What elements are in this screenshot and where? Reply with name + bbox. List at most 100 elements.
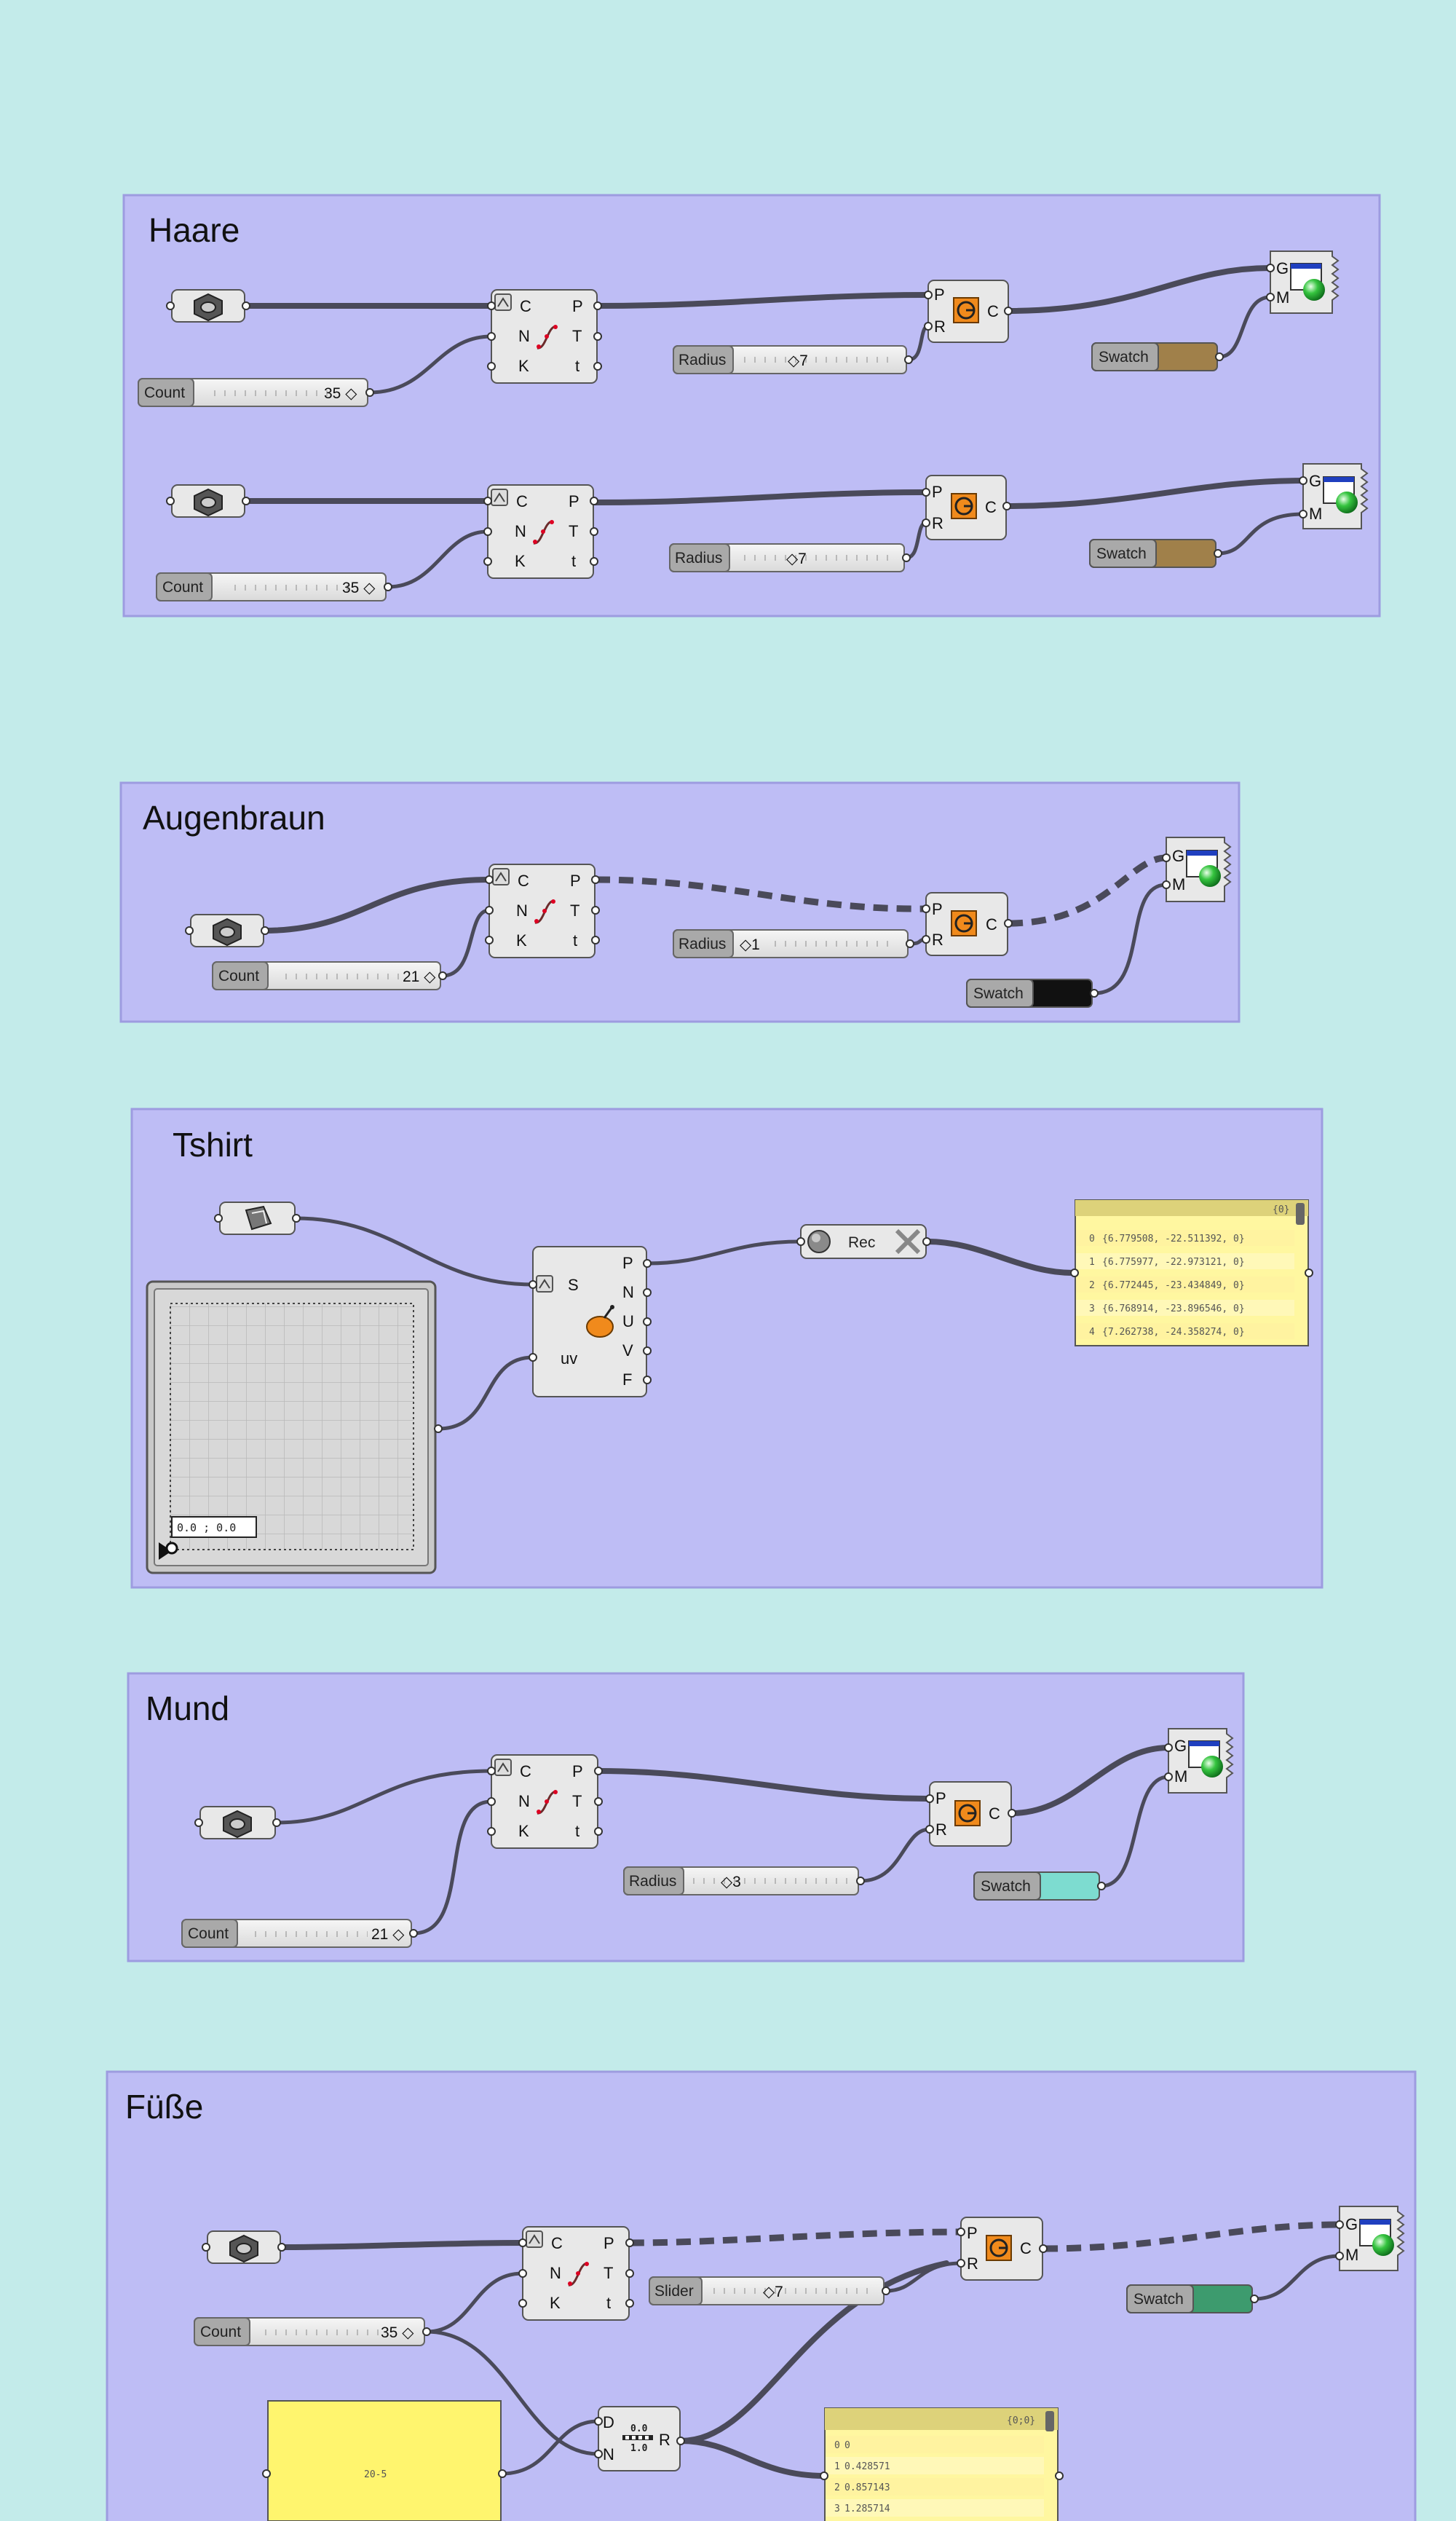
svg-text:0.0: 0.0 — [630, 2423, 648, 2434]
output-t: T — [572, 327, 582, 345]
svg-text:{6.779508, -22.511392, 0}: {6.779508, -22.511392, 0} — [1102, 1234, 1245, 1244]
group-tshirt[interactable]: Tshirt 0.0 ; 0.0 — [130, 1108, 1324, 1589]
divide-curve-icon — [568, 2262, 589, 2287]
data-recorder-component[interactable]: Rec — [796, 1224, 931, 1259]
circle-component[interactable]: P R C — [922, 475, 1011, 540]
radius-slider[interactable]: Radius ◇1 — [673, 929, 914, 958]
panel-expression[interactable]: 20-5 — [262, 2400, 507, 2521]
output-t-param: t — [575, 357, 579, 375]
clear-icon[interactable] — [895, 1228, 921, 1255]
curve-param[interactable] — [185, 914, 269, 947]
panel-list[interactable]: {0;0} 0 0 1 0.428571 2 0.857143 3 1.2857… — [820, 2407, 1064, 2521]
svg-text:0: 0 — [844, 2440, 850, 2451]
colour-swatch[interactable]: Swatch — [973, 1871, 1106, 1901]
divide-curve-component[interactable]: C N K P T t — [518, 2226, 634, 2321]
group-fusse[interactable]: Füße Count 35 ◇ — [106, 2070, 1417, 2521]
output-t-param: t — [575, 1822, 579, 1840]
radius-slider[interactable]: Radius ◇7 — [673, 345, 913, 374]
custom-preview-component[interactable]: G M — [1164, 1728, 1234, 1794]
radius-slider[interactable]: Radius ◇7 — [669, 543, 911, 572]
custom-preview-component[interactable]: G M — [1266, 250, 1340, 314]
output-c: C — [1020, 2239, 1032, 2257]
input-m: M — [1345, 2246, 1358, 2264]
custom-preview-component[interactable]: G M — [1335, 2206, 1405, 2271]
recorder-label: Rec — [848, 1234, 875, 1251]
svg-text:{6.768914, -23.896546, 0}: {6.768914, -23.896546, 0} — [1102, 1303, 1245, 1314]
slider-handle-icon[interactable] — [159, 1542, 172, 1560]
chevron-up-icon — [536, 1275, 553, 1293]
slider-value: ◇7 — [763, 2284, 783, 2300]
record-button-icon[interactable] — [807, 1230, 831, 1253]
colour-swatch[interactable]: Swatch — [1126, 2284, 1259, 2313]
list-item: 0 {6.779508, -22.511392, 0} — [1076, 1230, 1294, 1246]
curve-param[interactable] — [166, 484, 250, 518]
circle-icon — [954, 1800, 981, 1826]
number-slider[interactable]: Slider ◇7 — [649, 2276, 890, 2305]
circle-component[interactable]: P R C — [925, 1781, 1016, 1847]
input-p: P — [932, 900, 943, 918]
input-p: P — [967, 2224, 978, 2242]
radius-slider[interactable]: Radius ◇3 — [623, 1866, 865, 1895]
input-d: D — [603, 2413, 614, 2431]
output-c: C — [986, 915, 997, 934]
divide-curve-component[interactable]: C N K P T t — [487, 289, 602, 384]
panel-scrollbar[interactable] — [1045, 2411, 1054, 2431]
evaluate-surface-component[interactable]: S uv P N U V F — [529, 1246, 652, 1397]
hexagon-param-icon — [194, 293, 223, 322]
md-slider[interactable]: 0.0 ; 0.0 — [146, 1280, 443, 1574]
svg-text:0: 0 — [1089, 1234, 1095, 1244]
input-k: K — [518, 1822, 529, 1840]
count-slider[interactable]: Count 21 ◇ — [212, 961, 447, 990]
curve-param[interactable] — [202, 2230, 286, 2264]
custom-preview-component[interactable]: G M — [1299, 463, 1369, 529]
input-r: R — [935, 1820, 947, 1839]
input-g: G — [1345, 2215, 1358, 2233]
group-title: Tshirt — [173, 1126, 253, 1164]
svg-text:1: 1 — [834, 2461, 840, 2472]
chevron-up-icon — [494, 1759, 512, 1776]
hexagon-param-icon — [194, 488, 223, 517]
curve-param[interactable] — [166, 289, 250, 323]
colour-swatch[interactable]: Swatch — [1089, 539, 1222, 568]
curve-param[interactable] — [194, 1806, 281, 1839]
colour-swatch[interactable]: Swatch — [1091, 342, 1224, 371]
division-component[interactable]: D N R 0.0 1.0 — [594, 2406, 685, 2471]
surface-param[interactable] — [214, 1202, 301, 1235]
count-slider[interactable]: Count 35 ◇ — [156, 572, 392, 601]
slider-label: Radius — [629, 1873, 676, 1890]
circle-component[interactable]: P R C — [957, 2217, 1048, 2281]
input-n: N — [550, 2264, 561, 2282]
input-m: M — [1276, 288, 1289, 307]
divide-curve-component[interactable]: C N K P T t — [485, 864, 600, 958]
slider-label: Count — [144, 384, 185, 401]
slider-value: 21 ◇ — [371, 1926, 405, 1943]
custom-preview-component[interactable]: G M — [1162, 837, 1232, 902]
panel-header: {0} — [1273, 1204, 1289, 1215]
input-c: C — [520, 297, 531, 315]
count-slider[interactable]: Count 35 ◇ — [138, 378, 374, 407]
panel-points[interactable]: {0} 0 {6.779508, -22.511392, 0} 1 {6.775… — [1070, 1199, 1313, 1346]
input-p: P — [932, 483, 943, 501]
input-k: K — [515, 552, 526, 570]
circle-component[interactable]: P R C — [922, 892, 1013, 956]
input-r: R — [932, 514, 943, 532]
custom-preview-icon — [1186, 850, 1221, 887]
colour-swatch[interactable]: Swatch — [966, 979, 1099, 1008]
list-item: 3 {6.768914, -23.896546, 0} — [1076, 1300, 1294, 1316]
input-g: G — [1276, 259, 1289, 277]
group-augenbraun[interactable]: Augenbraun Count 21 ◇ C — [119, 781, 1241, 1023]
group-mund[interactable]: Mund Count 21 ◇ C N — [127, 1672, 1245, 1962]
slider-label: Radius — [678, 352, 726, 368]
chevron-up-icon — [492, 868, 510, 885]
count-slider[interactable]: Count 21 ◇ — [181, 1919, 418, 1948]
group-haare[interactable]: Haare Count 35 ◇ — [122, 194, 1381, 618]
divide-curve-component[interactable]: C N K P T t — [487, 1754, 603, 1849]
count-slider[interactable]: Count 35 ◇ — [194, 2317, 431, 2346]
output-p: P — [569, 492, 579, 510]
panel-scrollbar[interactable] — [1296, 1203, 1305, 1225]
input-r: R — [967, 2254, 978, 2273]
divide-curve-component[interactable]: C N K P T t — [483, 484, 598, 579]
circle-component[interactable]: P R C — [924, 280, 1013, 343]
list-item: 1 {6.775977, -22.973121, 0} — [1076, 1253, 1294, 1269]
